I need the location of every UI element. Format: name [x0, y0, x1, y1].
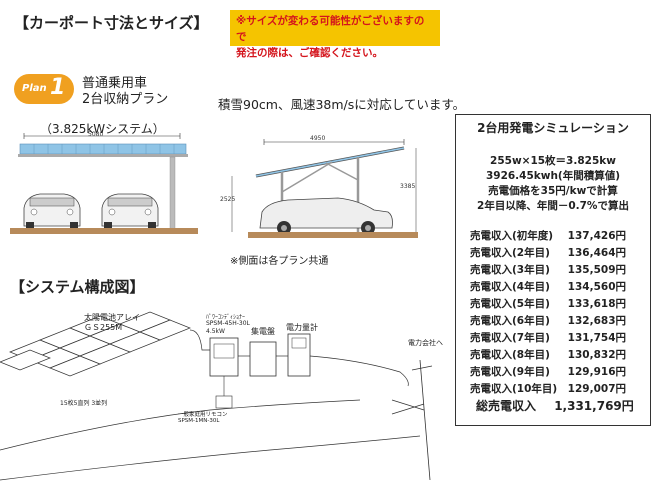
revenue-value: 130,832円: [567, 349, 626, 361]
power-conditioner-label1: ﾊﾟﾜｰｺﾝﾃﾞｨｼｮﾅｰ: [206, 314, 246, 321]
snow-wind-spec: 積雪90cm、風速38m/sに対応しています。: [218, 97, 466, 112]
system-diagram-title: 【システム構成図】: [10, 278, 145, 296]
revenue-label: 売電収入(2年目): [470, 247, 550, 259]
side-view-note: ※側面は各プラン共通: [230, 256, 329, 267]
power-conditioner-label3: 4.5kW: [206, 328, 225, 335]
power-conditioner-label2: SPSM-45H-30L: [206, 320, 250, 327]
total-revenue-label: 総売電収入: [476, 399, 537, 413]
power-meter-label: 電力量計: [286, 323, 318, 332]
car-icon: [101, 193, 159, 228]
total-revenue: 総売電収入 1,331,769円: [476, 397, 634, 414]
revenue-label: 売電収入(9年目): [470, 366, 550, 378]
side-right-height-dim: 3385: [400, 183, 416, 190]
plan-badge-number: 1: [50, 75, 66, 100]
total-revenue-value: 1,331,769円: [554, 399, 634, 413]
remote-label2: SPSM-1MN-30L: [178, 418, 220, 424]
revenue-label: 売電収入(3年目): [470, 264, 550, 276]
car-icon: [23, 193, 81, 228]
revenue-value: 137,426円: [567, 230, 626, 242]
plan-name-line1: 普通乗用車: [82, 76, 148, 91]
revenue-label: 売電収入(6年目): [470, 315, 550, 327]
revenue-label: 売電収入(8年目): [470, 349, 550, 361]
remote-icon: [215, 395, 233, 409]
revenue-label: 売電収入(5年目): [470, 298, 550, 310]
side-left-height-dim: 2525: [220, 196, 236, 203]
plan-name-line2: 2台収納プラン: [82, 92, 169, 107]
plan-badge-label: Plan: [22, 83, 47, 94]
revenue-value: 134,560円: [567, 281, 626, 293]
front-width-dim: 5080: [88, 131, 104, 138]
sim-spec-line2: 3926.45kwh(年間積算値): [485, 170, 621, 182]
warning-line2: 発注の際は、ご確認ください。: [236, 47, 383, 59]
simulation-title: 2台用発電シミュレーション: [477, 121, 629, 135]
plan-badge: Plan 1: [14, 74, 74, 104]
revenue-value: 129,007円: [567, 383, 626, 395]
solar-array-icon: [0, 311, 191, 377]
system-diagram: [0, 311, 433, 481]
revenue-label: 売電収入(7年目): [470, 332, 550, 344]
utility-label: 電力会社へ: [408, 339, 443, 347]
revenue-value: 135,509円: [567, 264, 626, 276]
remote-label1: 一般家庭用リモコン: [178, 412, 228, 418]
revenue-value: 129,916円: [567, 366, 626, 378]
solar-array-label2: ＧＳ255M: [84, 323, 123, 332]
distribution-board-label: 集電盤: [251, 327, 275, 336]
page-title: 【カーポート寸法とサイズ】: [14, 14, 209, 32]
warning-line1: ※サイズが変わる可能性がございますので: [236, 15, 425, 43]
revenue-label: 売電収入(初年度): [470, 230, 554, 242]
revenue-value: 133,618円: [567, 298, 626, 310]
revenue-value: 132,683円: [567, 315, 626, 327]
sim-spec-line3: 売電価格を35円/kwで計算: [488, 185, 618, 197]
revenue-label: 売電収入(10年目): [470, 383, 558, 395]
carport-front-view: [10, 133, 198, 234]
utility-pole-icon: [391, 359, 433, 481]
carport-side-view: [231, 139, 418, 238]
distribution-board-icon: [249, 341, 277, 377]
power-meter-icon: [287, 333, 311, 377]
sim-spec-line1: 255w×15枚＝3.825kw: [490, 155, 616, 167]
warning-box: ※サイズが変わる可能性がございますので 発注の際は、ご確認ください。: [230, 10, 440, 59]
sim-spec-line4: 2年目以降、年間－0.7%で算出: [477, 200, 629, 212]
side-width-dim: 4950: [310, 135, 326, 142]
car-side-icon: [259, 197, 393, 235]
solar-array-label1: 太陽電池アレイ: [84, 313, 140, 322]
revenue-value: 136,464円: [567, 247, 626, 259]
revenue-value: 131,754円: [567, 332, 626, 344]
revenue-label: 売電収入(4年目): [470, 281, 550, 293]
simulation-box: 2台用発電シミュレーション 255w×15枚＝3.825kw 3926.45kw…: [455, 114, 651, 426]
array-config-label: 15枚5直列 3並列: [60, 400, 108, 407]
power-conditioner-icon: [209, 337, 239, 377]
system-capacity: （3.825kWシステム）: [40, 122, 165, 136]
